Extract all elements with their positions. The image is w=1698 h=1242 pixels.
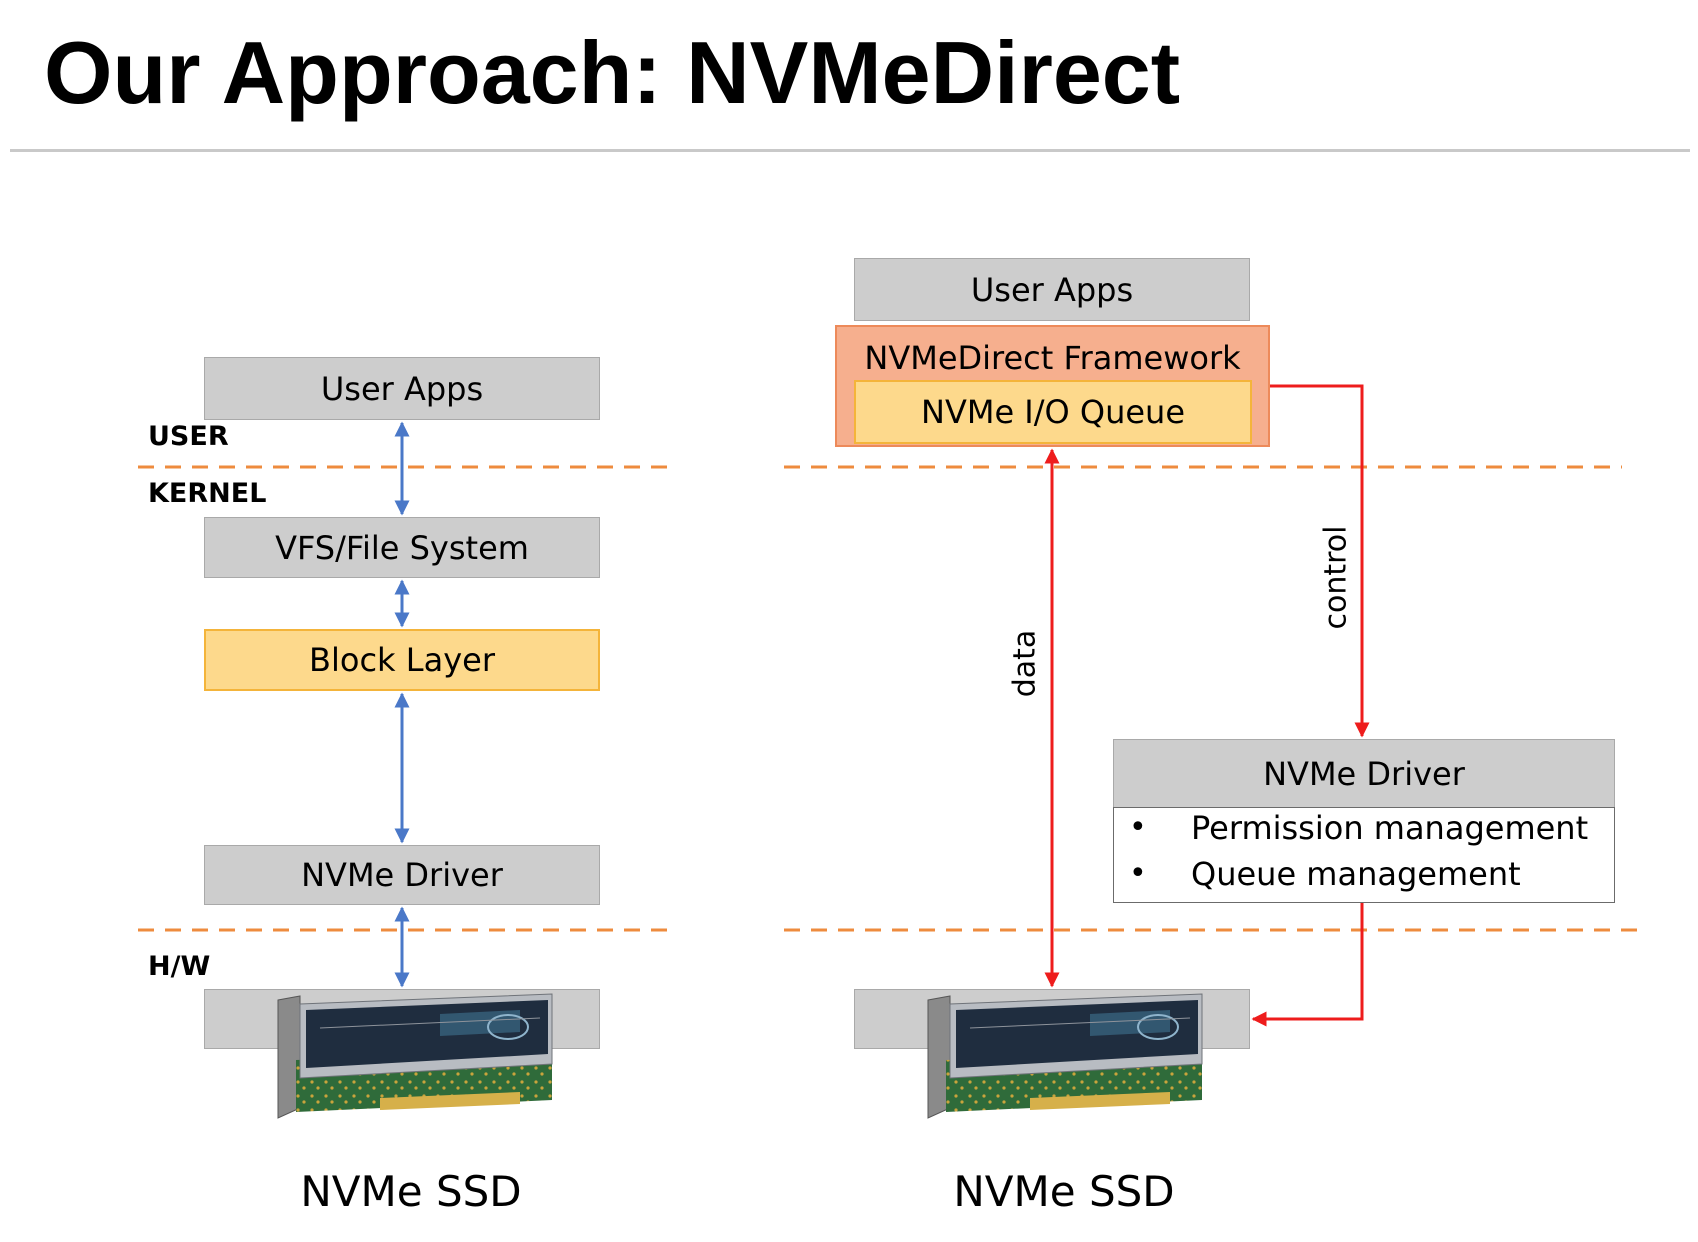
left-nvme-driver-label: NVMe Driver [301, 856, 503, 894]
left-block-layer-box: Block Layer [204, 629, 600, 691]
right-user-apps-box: User Apps [854, 258, 1250, 321]
list-item: • Permission management [1111, 805, 1611, 851]
user-level-label: USER [148, 421, 229, 452]
left-nvme-driver-box: NVMe Driver [204, 845, 600, 905]
bullet-icon: • [1129, 856, 1147, 891]
driver-details-box [1113, 807, 1615, 903]
left-block-layer-label: Block Layer [309, 641, 495, 679]
control-arrow [1270, 384, 1370, 738]
left-ssd-card-image [277, 993, 553, 1119]
left-user-apps-label: User Apps [320, 369, 484, 408]
left-ssd-label: NVMe SSD [300, 1167, 522, 1216]
driver-feature-list: • Permission management • Queue management [1111, 805, 1611, 897]
title-divider [10, 149, 1690, 152]
right-nvme-driver-box: NVMe Driver [1113, 739, 1615, 808]
right-nvme-driver-label: NVMe Driver [1263, 754, 1465, 793]
queue-item-label: Queue management [1191, 855, 1521, 893]
list-item: • Queue management [1111, 851, 1611, 897]
framework-label: NVMeDirect Framework [864, 339, 1241, 377]
right-ssd-card-image [927, 993, 1203, 1119]
bullet-icon: • [1129, 810, 1147, 845]
left-vfs-box: VFS/File System [204, 517, 600, 578]
left-user-apps-box: User Apps [204, 357, 600, 420]
left-vfs-label: VFS/File System [275, 528, 529, 567]
io-queue-box: NVMe I/O Queue [854, 380, 1252, 444]
kernel-level-label: KERNEL [148, 478, 267, 509]
permission-item-label: Permission management [1191, 809, 1589, 847]
right-user-apps-label: User Apps [970, 270, 1134, 309]
io-queue-label: NVMe I/O Queue [921, 393, 1185, 431]
hw-level-label: H/W [148, 951, 211, 982]
slide-title: Our Approach: NVMeDirect [44, 23, 1181, 122]
driver-to-ssd-arrow [1251, 903, 1364, 1027]
right-ssd-label: NVMe SSD [953, 1167, 1175, 1216]
